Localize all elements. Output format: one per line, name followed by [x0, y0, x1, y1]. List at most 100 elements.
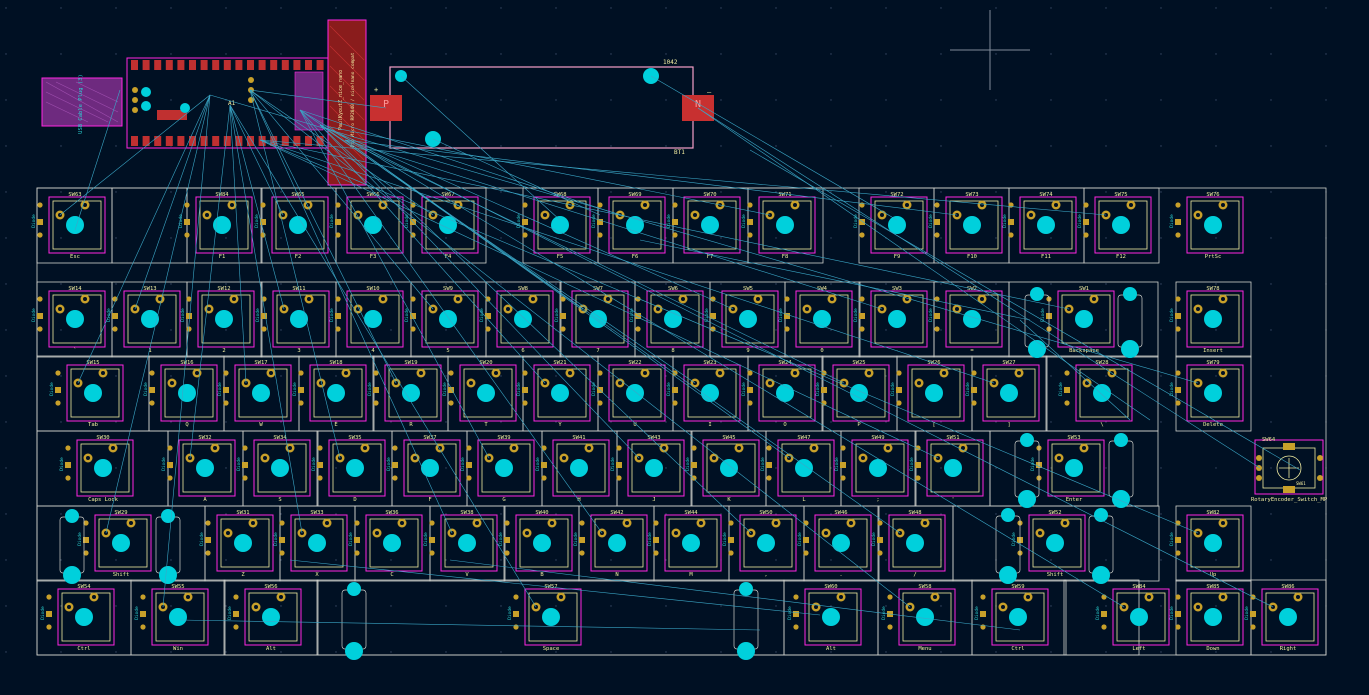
diode-label: Diode	[834, 457, 840, 471]
diode-label: Diode	[890, 382, 896, 396]
switch-center-hole	[178, 384, 196, 402]
keycap-label: Q	[185, 422, 188, 428]
switch-center-hole	[439, 310, 457, 328]
usb-plug[interactable]: USB Cable Plug (3)	[41, 74, 123, 134]
rotary-encoder[interactable]: SW64 SW61 RotaryEncoder_Switch_MP	[1251, 437, 1328, 503]
switch-ref: SW16	[180, 360, 193, 366]
diode-label: Diode	[178, 214, 184, 228]
switch-center-hole	[364, 216, 382, 234]
diode-pad	[971, 400, 977, 406]
diode-pad	[279, 550, 285, 556]
keycap-label: Ctrl	[77, 646, 90, 652]
keycap-label: Alt	[826, 646, 836, 652]
mcu-module[interactable]: A1 PaulKyoutZ_nice_nano Pro Micro RP2040…	[126, 19, 367, 186]
switch-center-hole	[1130, 608, 1148, 626]
keycap-label: F11	[1041, 254, 1051, 260]
keycap-label: L	[802, 497, 806, 503]
diode-label: Diode	[965, 382, 971, 396]
diode-pad	[55, 400, 61, 406]
diode-pad	[186, 296, 192, 302]
diode-pad	[859, 326, 865, 332]
diode-pad	[410, 326, 416, 332]
battery-holder[interactable]: P N + – 1042 BT1	[370, 59, 714, 156]
switch-ref: SW75	[1114, 192, 1127, 198]
diode-label: Diode	[479, 308, 485, 322]
key-cell-outline	[1175, 355, 1252, 432]
